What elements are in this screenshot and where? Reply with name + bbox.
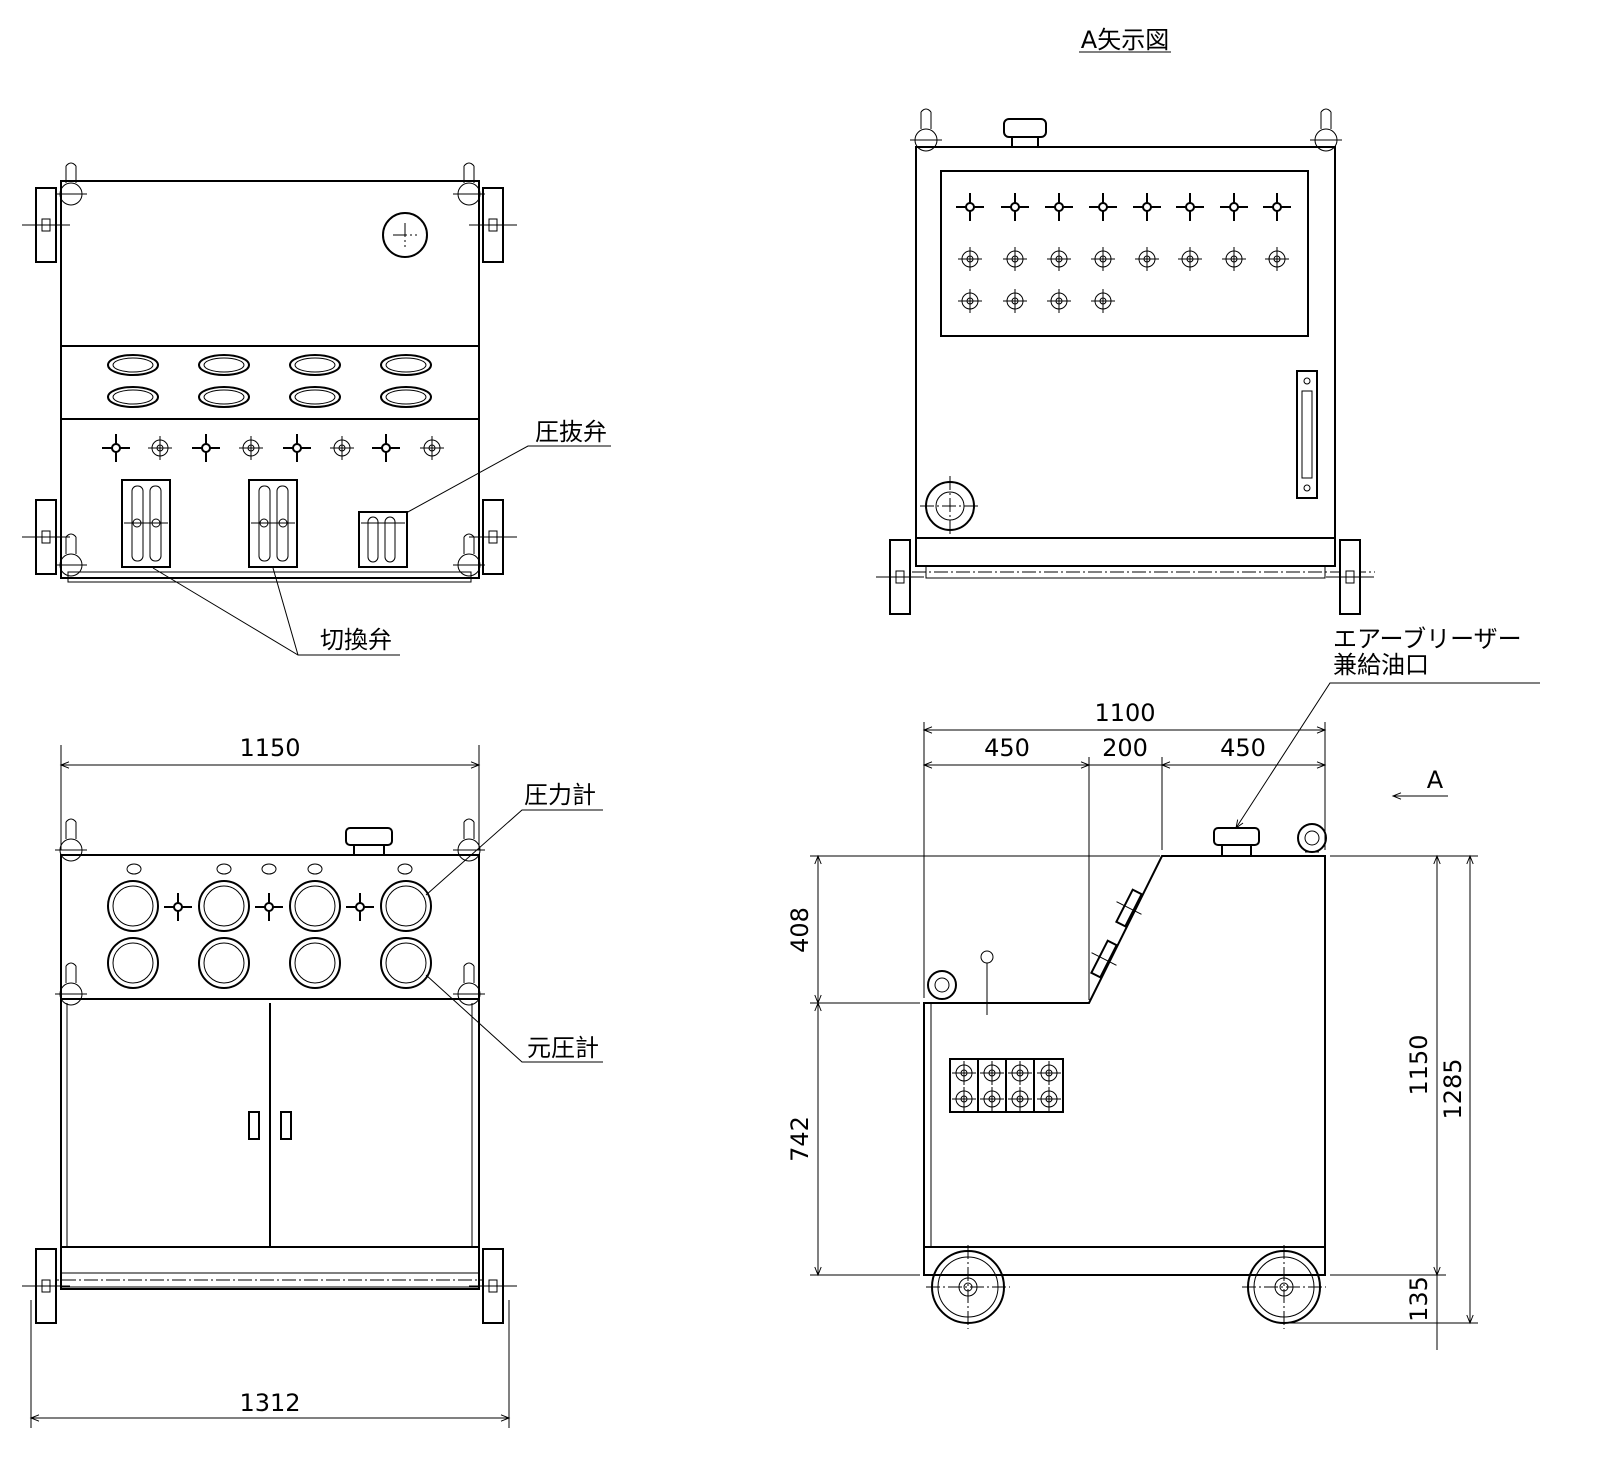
a-view-breather-cap [1003,118,1047,148]
a-view-panel [940,170,1309,337]
dim-front-width: 1150 [239,734,300,762]
relief-valve [358,511,408,568]
front-caster [21,1248,518,1324]
a-view-eyebolt [909,108,1343,152]
dim-depth-right: 450 [1220,734,1266,762]
front-panel [60,854,480,1000]
side-wheel-left [926,1245,1010,1329]
dim-total-height: 1285 [1439,1058,1467,1119]
a-view-outline [915,146,1336,539]
switch-valve-right [248,479,298,568]
door-handle-right [280,1111,292,1140]
switch-valve-left [121,479,171,568]
side-eyebolt-lower [927,970,957,1000]
side-wheel-right [1242,1245,1326,1329]
dipstick [980,950,994,1015]
dim-body-height: 1150 [1405,1034,1433,1095]
relief-valve-label: 圧抜弁 [535,418,607,446]
door-handle-left [248,1111,260,1140]
dim-depth-mid: 200 [1102,734,1148,762]
drain-port [920,476,980,536]
dim-overall-width: 1312 [239,1389,300,1417]
a-arrow-view: A矢示図 [875,26,1375,615]
side-view: エアーブリーザー 兼給油口 A 1100 450 200 450 408 742 [786,625,1540,1350]
air-breather [1213,827,1260,857]
dim-lower-height: 742 [786,1116,814,1162]
air-breather-label-line1: エアーブリーザー [1333,625,1522,653]
dim-side-depth: 1100 [1094,699,1155,727]
front-fitting [163,892,375,922]
top-view: 圧抜弁 切換弁 [21,162,611,656]
top-gauge-recess [107,354,432,408]
top-view-outline [60,180,480,579]
view-a-marker: A [1427,766,1444,794]
a-view-fittings-row2 [957,246,1290,272]
a-view-fittings-row1 [955,192,1292,222]
side-eyebolt-top [1297,823,1327,853]
level-gauge [1296,370,1318,499]
pressure-gauge-label: 圧力計 [524,781,596,809]
front-cabinet [60,998,480,1290]
a-view-fittings-row3 [957,288,1116,314]
top-fitting-row [101,433,445,463]
source-gauge-label: 元圧計 [527,1034,599,1062]
source-pressure-gauge [107,937,432,989]
dim-depth-left: 450 [984,734,1030,762]
front-view: 圧力計 元圧計 1150 1312 [21,734,603,1428]
terminal-block [949,1058,1064,1113]
slant-fitting [1115,888,1143,928]
front-small-holes [126,863,413,875]
front-breather-cap [345,827,393,856]
view-title: A矢示図 [1081,26,1169,54]
top-breather-circle [382,212,428,258]
dim-wheel-height: 135 [1405,1276,1433,1322]
switch-valve-label: 切換弁 [320,626,392,654]
dim-upper-height: 408 [786,907,814,953]
side-view-body [923,855,1326,1276]
a-view-caster [875,539,1375,615]
air-breather-label-line2: 兼給油口 [1333,651,1429,679]
